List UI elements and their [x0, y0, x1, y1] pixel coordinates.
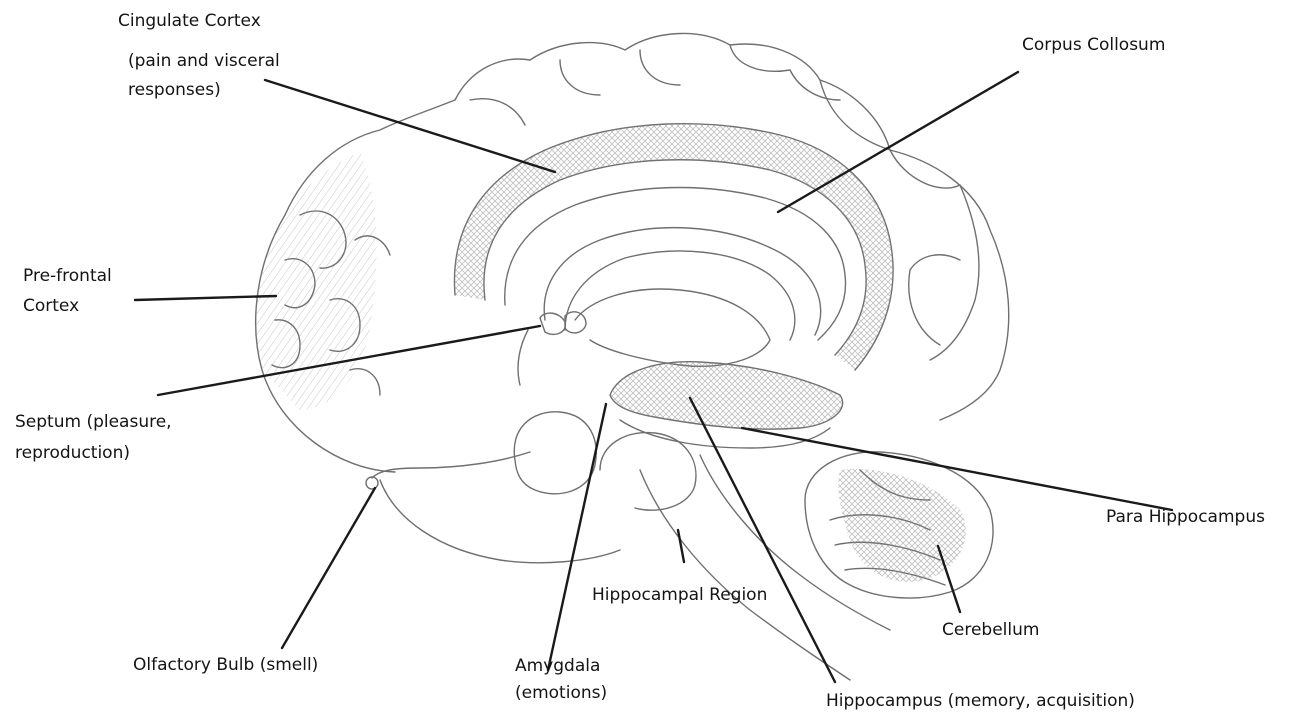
- label-septum-2: reproduction): [15, 441, 130, 466]
- leader-olfactory: [282, 488, 375, 648]
- hippocampus-shading: [610, 362, 843, 429]
- label-amygdala-2: (emotions): [515, 681, 607, 706]
- temporal-lobe: [380, 480, 620, 563]
- label-septum-1: Septum (pleasure,: [15, 410, 172, 435]
- label-prefrontal-2: Cortex: [23, 294, 79, 319]
- label-amygdala-1: Amygdala: [515, 654, 600, 679]
- leader-hippocampal-region: [678, 530, 684, 562]
- cerebellum-shading: [838, 469, 965, 582]
- septum-shape: [518, 312, 586, 385]
- label-hippocampus: Hippocampus (memory, acquisition): [826, 689, 1135, 714]
- label-olfactory-bulb: Olfactory Bulb (smell): [133, 653, 318, 678]
- leader-cingulate: [265, 80, 555, 172]
- leader-amygdala: [548, 404, 606, 670]
- leader-para-hippocampus: [742, 428, 1172, 510]
- olfactory-tract: [372, 452, 530, 478]
- label-para-hippocampus: Para Hippocampus: [1106, 505, 1265, 530]
- label-corpus-collosum: Corpus Collosum: [1022, 33, 1165, 58]
- thalamus: [575, 289, 770, 366]
- pons: [514, 412, 696, 510]
- label-cingulate-cortex: Cingulate Cortex: [118, 9, 261, 34]
- label-cingulate-desc-2: responses): [128, 78, 221, 103]
- leader-prefrontal: [135, 296, 276, 300]
- label-cingulate-desc-1: (pain and visceral: [128, 49, 280, 74]
- label-prefrontal-1: Pre-frontal: [23, 264, 112, 289]
- olfactory-bulb-shape: [366, 477, 378, 489]
- label-hippocampal-region: Hippocampal Region: [592, 583, 767, 608]
- label-cerebellum: Cerebellum: [942, 618, 1039, 643]
- prefrontal-shading: [256, 152, 377, 410]
- leader-corpus: [778, 72, 1018, 212]
